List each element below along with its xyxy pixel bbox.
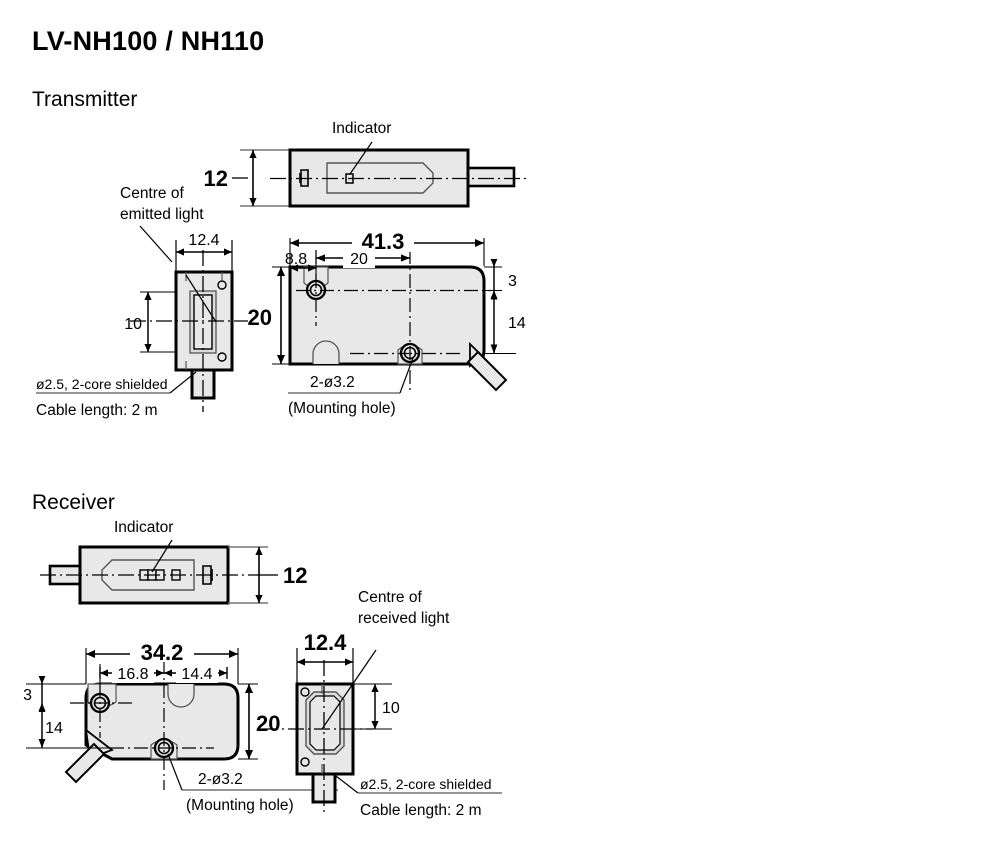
dim-transmitter-top-height: 12	[204, 166, 228, 191]
dim-transmitter-top-hole-offset: 3	[508, 273, 517, 290]
transmitter-front-view: 41.3 8.8 20 20	[248, 228, 526, 417]
receiver-side-view: 12.4 10	[262, 589, 502, 819]
dim-transmitter-side-width: 12.4	[188, 232, 219, 249]
callout-centre-emitted-light-line2: emitted light	[120, 206, 204, 223]
transmitter-top-view: 12 Indicator	[204, 120, 530, 208]
dim-transmitter-hole-spacing: 20	[350, 251, 368, 268]
dim-receiver-light-centre-offset: 10	[382, 700, 400, 717]
section-title-receiver: Receiver	[32, 491, 115, 514]
dim-transmitter-light-centre-offset: 10	[124, 316, 142, 333]
callout-receiver-mounting-hole-spec: 2-ø3.2	[198, 771, 243, 788]
dim-receiver-hole-vertical-spacing: 14	[45, 720, 63, 737]
callout-receiver-mounting-hole-label: (Mounting hole)	[186, 797, 294, 814]
section-title-transmitter: Transmitter	[32, 88, 138, 111]
receiver-front-view: 34.2 16.8 14.4 3	[23, 638, 338, 814]
dim-transmitter-hole-offset-left: 8.8	[285, 251, 307, 268]
dim-receiver-hole-offset-left: 16.8	[117, 666, 148, 683]
dim-receiver-top-hole-offset: 3	[23, 687, 32, 704]
page-title: LV-NH100 / NH110	[32, 26, 265, 56]
callout-transmitter-cable-spec: ø2.5, 2-core shielded	[36, 376, 168, 392]
dim-receiver-overall-length: 34.2	[141, 640, 184, 665]
dim-transmitter-hole-vertical-spacing: 14	[508, 315, 526, 332]
dim-receiver-hole-offset-right: 14.4	[181, 666, 212, 683]
dim-receiver-overall-height: 20	[256, 711, 280, 736]
callout-receiver-cable-spec: ø2.5, 2-core shielded	[360, 776, 492, 792]
callout-receiver-indicator: Indicator	[114, 519, 173, 536]
callout-transmitter-mounting-hole-label: (Mounting hole)	[288, 400, 396, 417]
callout-centre-received-light-line1: Centre of	[358, 589, 422, 606]
receiver-top-view: 12 Indicator	[40, 519, 307, 605]
callout-receiver-cable-length: Cable length: 2 m	[360, 802, 482, 819]
transmitter-side-view: 12.4 10	[36, 185, 248, 419]
callout-transmitter-indicator: Indicator	[332, 120, 391, 137]
callout-transmitter-mounting-hole-spec: 2-ø3.2	[310, 374, 355, 391]
dim-receiver-top-height: 12	[283, 563, 307, 588]
callout-centre-emitted-light-line1: Centre of	[120, 185, 184, 202]
dim-receiver-side-width: 12.4	[304, 630, 348, 655]
dim-transmitter-overall-height: 20	[248, 305, 272, 330]
callout-centre-received-light-line2: received light	[358, 610, 450, 627]
callout-transmitter-cable-length: Cable length: 2 m	[36, 402, 158, 419]
